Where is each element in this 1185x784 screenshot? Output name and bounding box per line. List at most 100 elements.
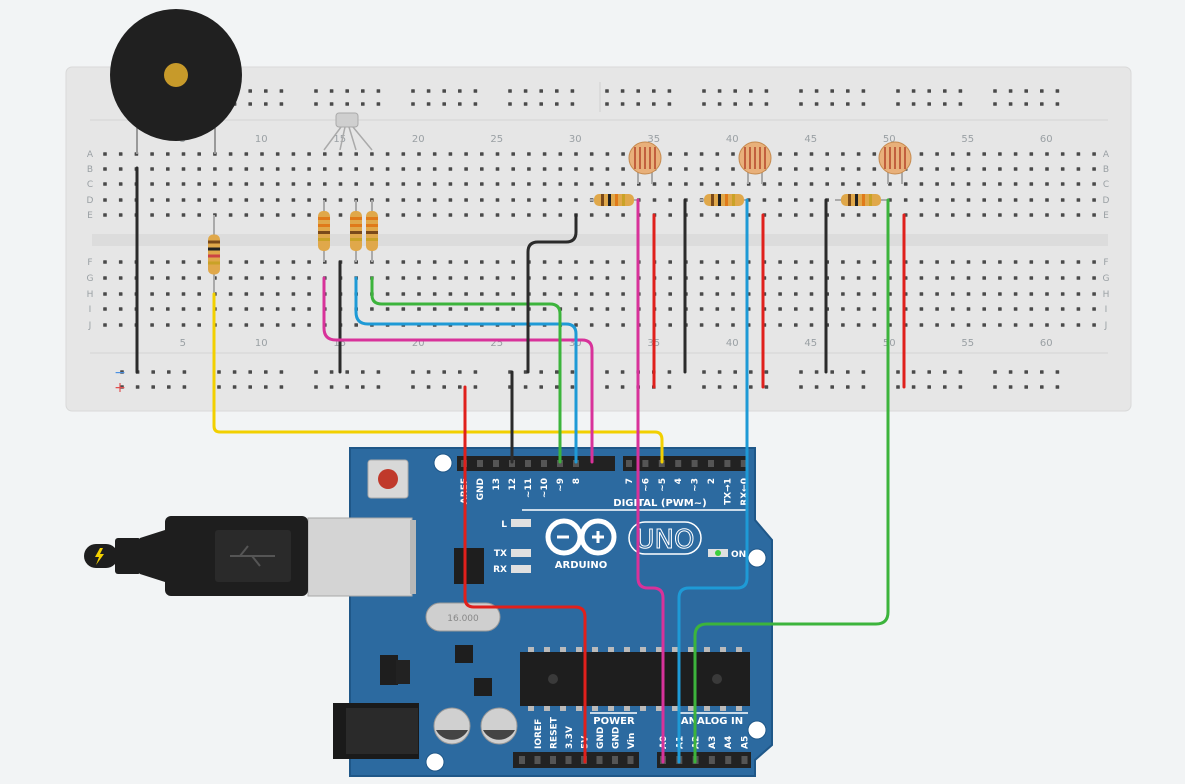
wire-blue-led[interactable] xyxy=(354,276,578,464)
resistor[interactable] xyxy=(700,194,748,206)
column-number: 20 xyxy=(412,338,425,349)
digital-pin-label: ~6 xyxy=(641,478,651,492)
resistor[interactable] xyxy=(350,200,362,262)
breadboard[interactable]: 5101520253035404550556051015202530354045… xyxy=(65,66,1132,412)
led-l xyxy=(511,519,531,527)
column-number: 30 xyxy=(569,134,582,145)
photoresistors[interactable] xyxy=(628,141,912,184)
row-letter: H xyxy=(87,290,94,300)
row-letter: D xyxy=(87,196,94,206)
row-letter: B xyxy=(87,165,93,175)
row-letter: J xyxy=(1104,321,1108,331)
led-tx xyxy=(511,549,531,557)
wire-black-gnd[interactable] xyxy=(526,213,578,374)
breadboard-holes[interactable] xyxy=(103,89,1096,389)
mount-hole xyxy=(433,453,453,473)
rail-plus-label: + xyxy=(114,380,126,396)
row-letter: H xyxy=(1103,290,1110,300)
photoresistor-icon[interactable] xyxy=(878,141,912,184)
led-rx-label: RX xyxy=(493,565,507,575)
model-label: UNO xyxy=(636,525,695,555)
resistor[interactable] xyxy=(366,200,378,262)
digital-pin-label: ~5 xyxy=(658,478,668,492)
mount-hole xyxy=(425,752,445,772)
crystal-oscillator: 16.000 xyxy=(425,602,501,632)
wire-magenta-a0[interactable] xyxy=(636,198,665,764)
row-letter: I xyxy=(1105,305,1108,315)
wire-green-a2[interactable] xyxy=(693,198,890,764)
column-number: 45 xyxy=(804,134,817,145)
power-pin-label: Vin xyxy=(627,733,637,749)
reset-button[interactable] xyxy=(367,459,409,499)
power-pin-label: GND xyxy=(596,727,606,749)
resistor[interactable] xyxy=(835,194,887,206)
analog-pin-label: A4 xyxy=(724,736,734,749)
digital-pin-label: RX←0 xyxy=(740,478,750,506)
digital-pin-label: ~11 xyxy=(524,478,534,498)
small-chip xyxy=(455,645,473,663)
power-pin-label: IOREF xyxy=(534,719,544,749)
wire-green-led[interactable] xyxy=(370,276,562,464)
analog-pin-label: A3 xyxy=(708,736,718,749)
arduino-logo-icon xyxy=(545,518,617,556)
resistor[interactable] xyxy=(318,200,330,262)
resistors[interactable] xyxy=(208,194,887,294)
power-pin-label: 3.3V xyxy=(565,726,575,749)
row-letter: B xyxy=(1103,165,1109,175)
row-letter: F xyxy=(87,258,92,268)
mount-hole xyxy=(747,720,767,740)
usb-plug-icon[interactable] xyxy=(84,516,308,596)
column-number: 40 xyxy=(726,338,739,349)
row-letter: G xyxy=(1103,274,1110,284)
column-number: 20 xyxy=(412,134,425,145)
row-letter: D xyxy=(1103,196,1110,206)
power-label: POWER xyxy=(593,716,635,727)
digital-pin-label: 2 xyxy=(707,478,717,484)
wires[interactable] xyxy=(135,166,906,764)
column-number: 15 xyxy=(333,134,346,145)
column-number: 55 xyxy=(961,338,974,349)
digital-pin-label: ~3 xyxy=(691,478,701,492)
led-l-label: L xyxy=(501,520,507,530)
digital-pin-label: ~9 xyxy=(556,478,566,492)
small-chip xyxy=(474,678,492,696)
wire-magenta-led[interactable] xyxy=(322,276,594,464)
column-number: 10 xyxy=(255,338,268,349)
wire-red-5v[interactable] xyxy=(463,385,587,764)
row-letter: G xyxy=(87,274,94,284)
rgb-led-icon[interactable] xyxy=(323,112,373,151)
column-number: 40 xyxy=(726,134,739,145)
column-number: 60 xyxy=(1040,134,1053,145)
power-pin-label: GND xyxy=(612,727,622,749)
power-header[interactable] xyxy=(513,752,639,768)
photoresistor-icon[interactable] xyxy=(628,141,662,184)
wire-yellow-buzzer[interactable] xyxy=(212,292,664,464)
column-number: 25 xyxy=(490,134,503,145)
photoresistor-icon[interactable] xyxy=(738,141,772,184)
digital-pin-label: 8 xyxy=(572,478,582,484)
row-letter: F xyxy=(1103,258,1108,268)
row-letter: C xyxy=(1103,180,1109,190)
voltage-regulator xyxy=(380,655,398,685)
row-letter: A xyxy=(1103,150,1110,160)
analog-header[interactable] xyxy=(657,752,751,768)
digital-pin-label: 7 xyxy=(625,478,635,484)
column-number: 5 xyxy=(180,338,186,349)
digital-pin-label: 13 xyxy=(492,478,502,491)
power-pin-label: RESET xyxy=(550,716,560,749)
brand-label: ARDUINO xyxy=(555,560,607,571)
digital-header[interactable] xyxy=(457,456,747,471)
buzzer-icon[interactable] xyxy=(110,9,242,154)
resistor[interactable] xyxy=(208,215,220,294)
usb-jack xyxy=(307,517,416,597)
row-letter: E xyxy=(1103,211,1109,221)
usb-chip xyxy=(454,548,484,584)
row-letter: E xyxy=(87,211,93,221)
rail-minus-label: − xyxy=(114,365,126,381)
row-letter: I xyxy=(89,305,92,315)
resistor[interactable] xyxy=(590,194,638,206)
wire-blue-a1[interactable] xyxy=(677,198,749,764)
